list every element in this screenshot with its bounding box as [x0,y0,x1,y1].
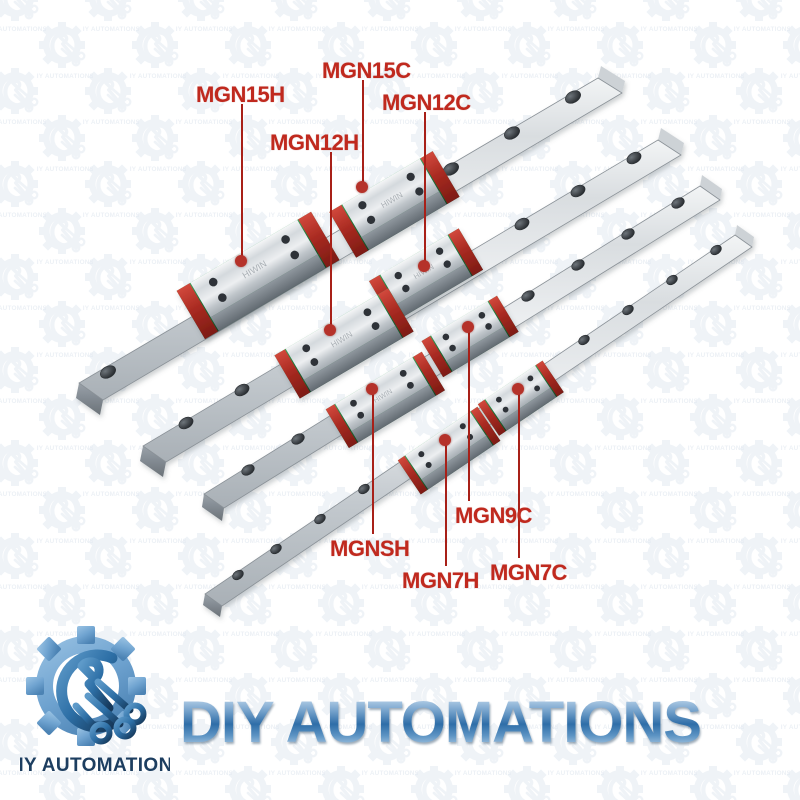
logo-caption: DIY AUTOMATIONS [20,755,170,776]
callout-leader-mgn15h [241,104,243,258]
callout-label-mgn12c: MGN12C [382,90,471,115]
callout-leader-mgn9c [468,330,470,501]
callout-leader-mgn12c [424,112,426,263]
callout-leader-mgn7h [445,443,447,566]
callout-dot-mgn7h [439,434,451,446]
callout-label-mgn12h: MGN12H [270,130,359,155]
callout-leader-mgn7c [518,392,520,558]
callout-label-mgn9c: MGN9C [455,503,532,528]
logo-mark: DIY AUTOMATIONS [20,624,170,784]
callout-label-mgn15h: MGN15H [196,82,285,107]
carriage-mgn7h [397,406,501,495]
carriage-mgn9c [421,295,519,378]
callout-dot-mgn7c [512,383,524,395]
callout-dot-mgn12c [418,260,430,272]
callout-dot-mgn9c [462,321,474,333]
callout-dot-mgn15h [235,255,247,267]
carriage-mgn15h: HIWIN [176,211,340,340]
callout-dot-mgn12h [324,324,336,336]
callout-label-mgnsh: MGNSH [330,536,410,561]
callout-dot-mgn15c [356,181,368,193]
callout-label-mgn7h: MGN7H [402,568,479,593]
callout-dot-mgnsh [366,383,378,395]
brand-wordmark: DIY AUTOMATIONS [180,690,702,755]
callout-label-mgn7c: MGN7C [490,560,567,585]
callout-label-mgn15c: MGN15C [322,58,411,83]
callout-leader-mgn12h [330,152,332,327]
callout-leader-mgn15c [362,80,364,184]
callout-leader-mgnsh [372,392,374,534]
